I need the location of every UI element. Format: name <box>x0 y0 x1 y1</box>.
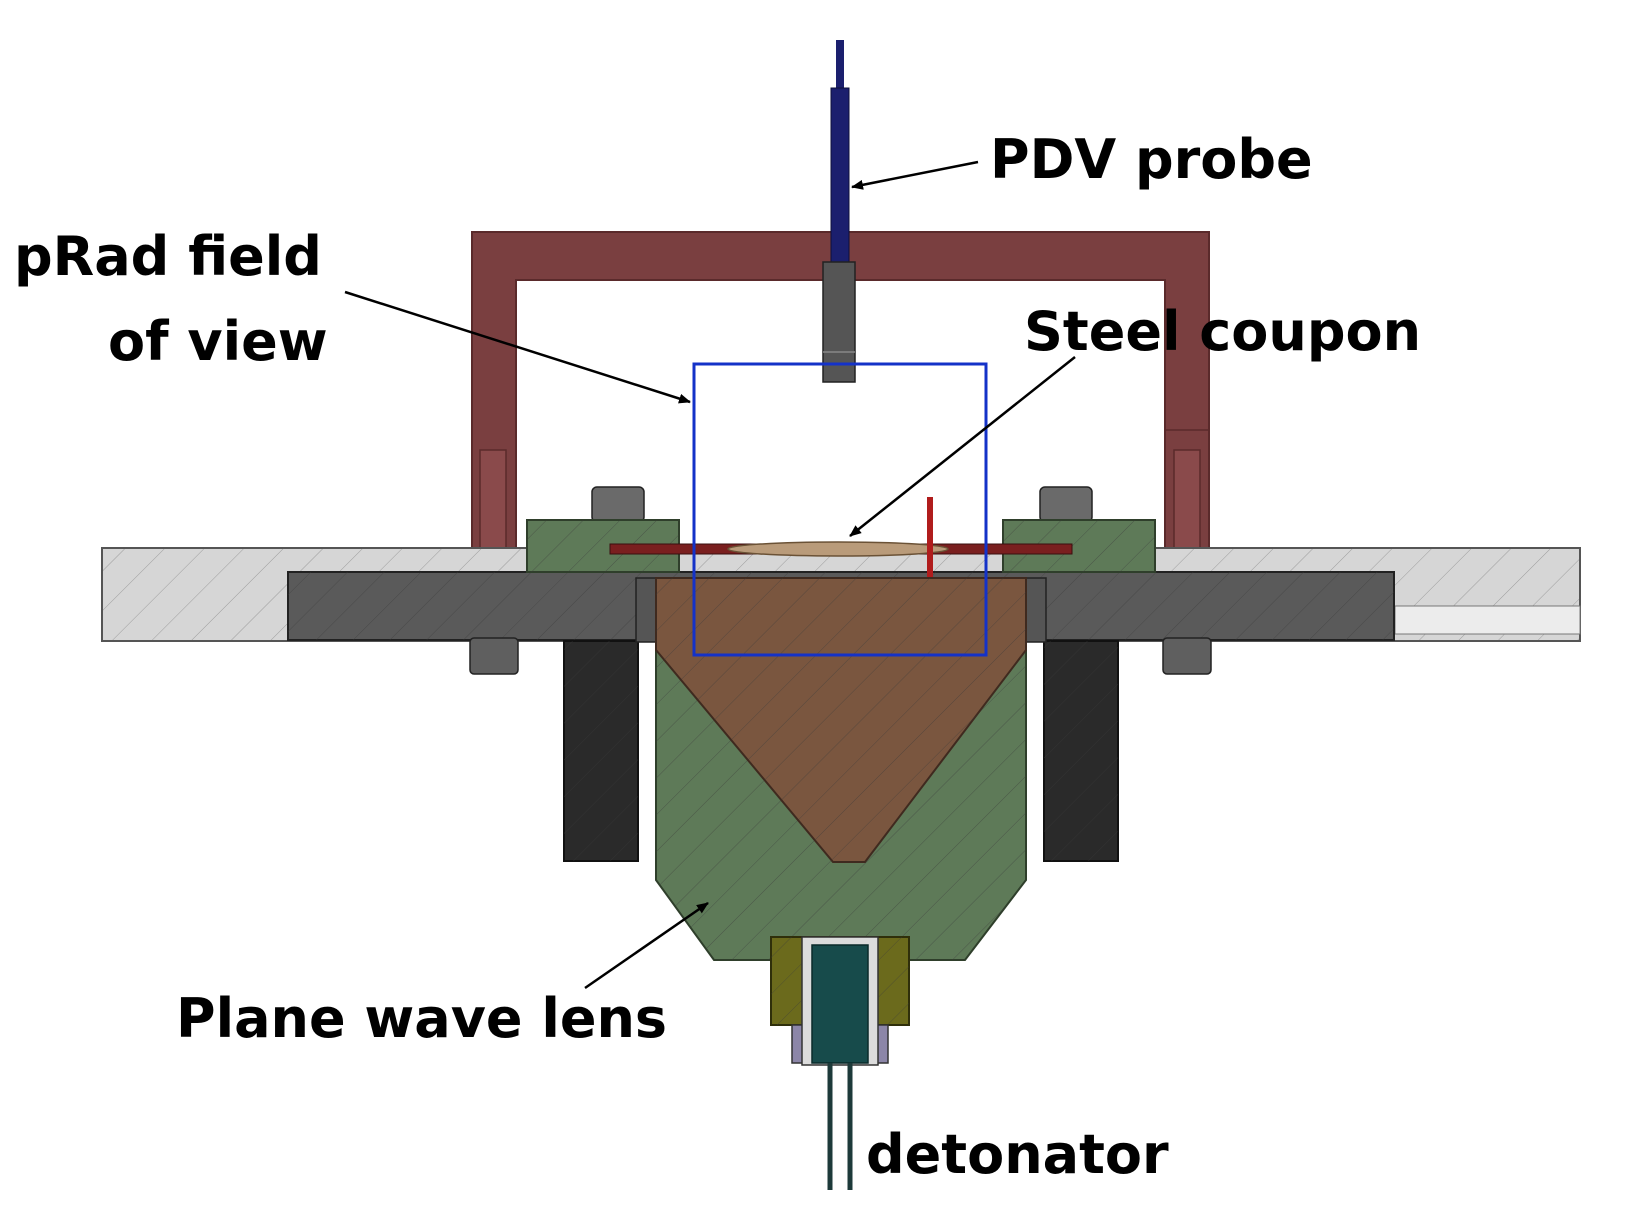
bolt-left <box>469 637 519 675</box>
pin <box>927 497 933 577</box>
label-prad-field-line1: pRad field <box>14 225 322 288</box>
probe-holder <box>822 261 856 383</box>
clamp-right-bolt <box>1039 486 1093 523</box>
label-steel-coupon: Steel coupon <box>1024 300 1421 363</box>
detonator-core <box>811 944 869 1064</box>
arrow-plane-wave-lens <box>584 901 709 990</box>
arrow-pdv-probe <box>851 160 979 190</box>
bolt-right <box>1162 637 1212 675</box>
callout-arrows <box>344 160 1076 990</box>
clamp-left-bolt <box>591 486 645 523</box>
plane-wave-lens <box>655 577 1027 961</box>
label-pdv-probe: PDV probe <box>990 128 1313 191</box>
label-prad-field-line2: of view <box>108 310 328 373</box>
arrow-steel-coupon <box>849 356 1076 537</box>
label-detonator: detonator <box>866 1123 1169 1186</box>
detonator-assembly <box>770 936 910 1190</box>
probe-body <box>830 87 850 284</box>
steel-coupon <box>727 541 949 557</box>
pdv-probe <box>822 40 856 383</box>
probe-fiber <box>836 40 844 90</box>
label-plane-wave-lens: Plane wave lens <box>176 987 667 1050</box>
prad-field-of-view-box <box>692 362 988 657</box>
arrow-prad-field <box>344 290 691 404</box>
side-blocks <box>563 577 1119 862</box>
steel-coupon-assembly <box>609 497 1073 577</box>
